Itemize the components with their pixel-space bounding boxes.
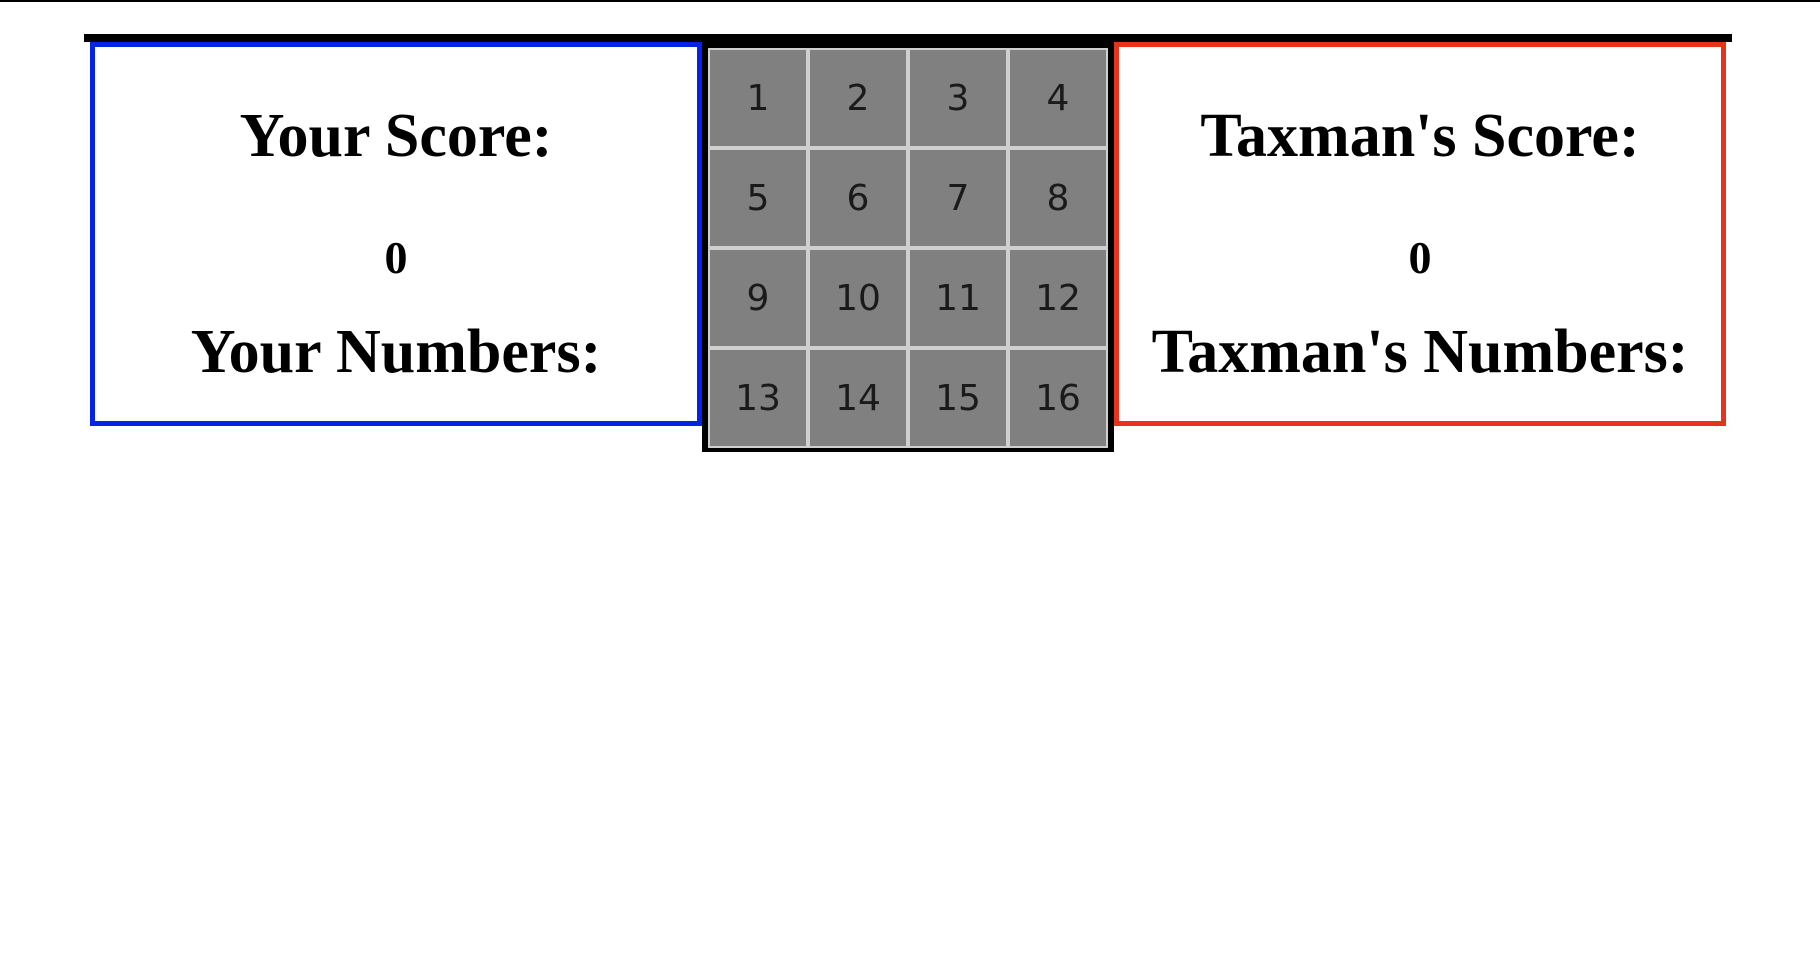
number-tile-8[interactable]: 8 xyxy=(1008,148,1108,248)
number-tile-1[interactable]: 1 xyxy=(708,48,808,148)
number-tile-12[interactable]: 12 xyxy=(1008,248,1108,348)
number-tile-4[interactable]: 4 xyxy=(1008,48,1108,148)
number-tile-14[interactable]: 14 xyxy=(808,348,908,448)
number-tile-7[interactable]: 7 xyxy=(908,148,1008,248)
number-tile-6[interactable]: 6 xyxy=(808,148,908,248)
taxman-score-heading: Taxman's Score: xyxy=(1200,102,1640,170)
number-tile-11[interactable]: 11 xyxy=(908,248,1008,348)
top-divider xyxy=(0,0,1820,2)
number-board: 1 2 3 4 5 6 7 8 9 10 11 12 13 14 15 16 xyxy=(702,42,1114,452)
number-grid: 1 2 3 4 5 6 7 8 9 10 11 12 13 14 15 16 xyxy=(708,48,1108,448)
number-tile-9[interactable]: 9 xyxy=(708,248,808,348)
number-tile-16[interactable]: 16 xyxy=(1008,348,1108,448)
number-tile-5[interactable]: 5 xyxy=(708,148,808,248)
player-score-heading: Your Score: xyxy=(239,102,553,170)
number-tile-2[interactable]: 2 xyxy=(808,48,908,148)
taxman-score-value: 0 xyxy=(1408,232,1432,283)
number-tile-13[interactable]: 13 xyxy=(708,348,808,448)
player-score-value: 0 xyxy=(384,232,408,283)
number-tile-3[interactable]: 3 xyxy=(908,48,1008,148)
player-score-panel: Your Score: 0 Your Numbers: xyxy=(90,42,702,426)
taxman-score-panel: Taxman's Score: 0 Taxman's Numbers: xyxy=(1114,42,1726,426)
game-frame-top-border xyxy=(84,34,1732,42)
number-tile-10[interactable]: 10 xyxy=(808,248,908,348)
number-tile-15[interactable]: 15 xyxy=(908,348,1008,448)
player-numbers-heading: Your Numbers: xyxy=(190,318,602,386)
taxman-numbers-heading: Taxman's Numbers: xyxy=(1151,318,1689,386)
